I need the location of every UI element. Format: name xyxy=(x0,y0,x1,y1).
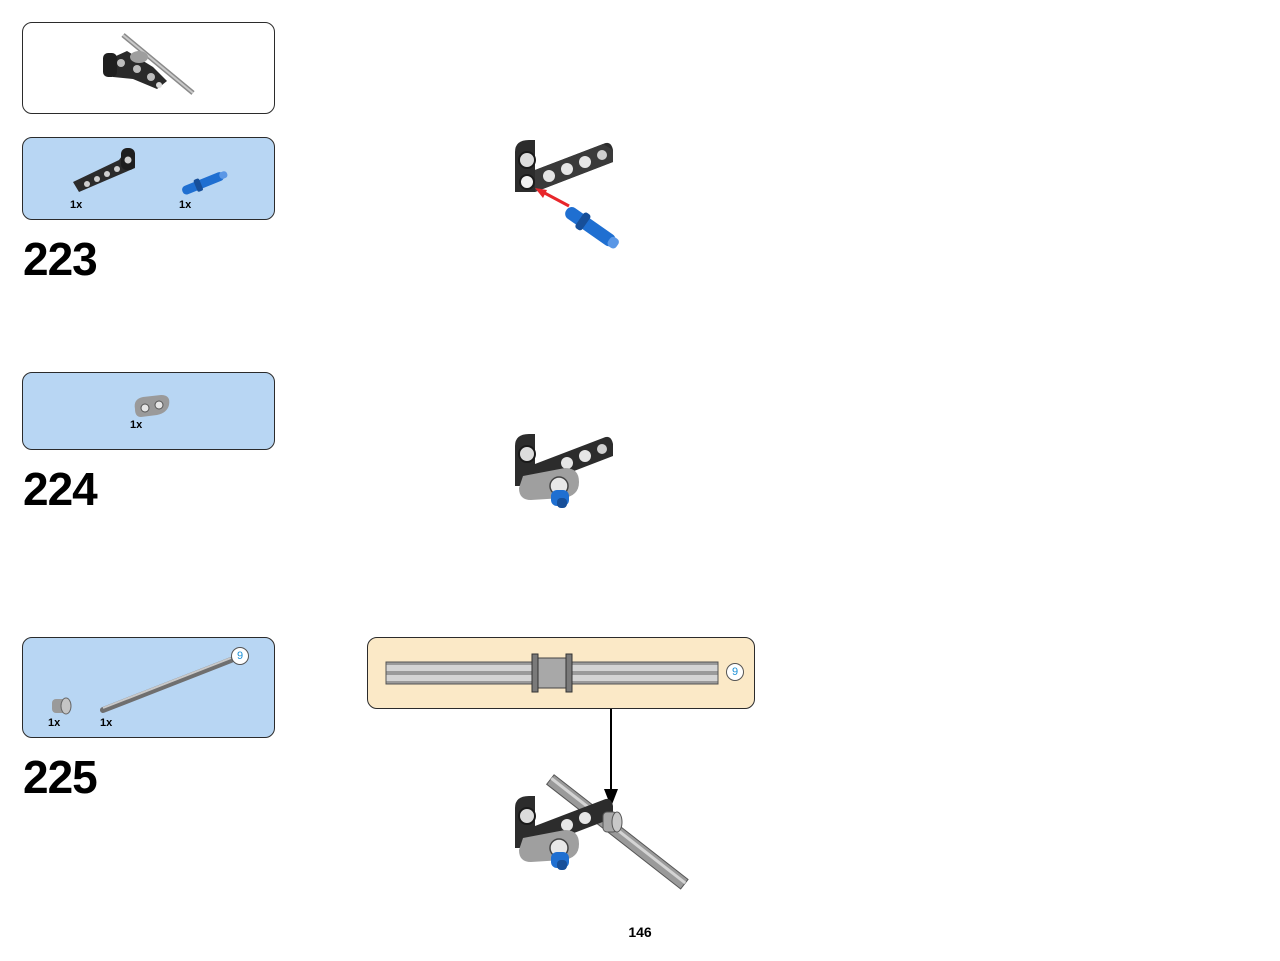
step-223-illustration xyxy=(515,140,619,249)
parts-list-223: 1x 1x xyxy=(22,137,275,220)
axle-with-bush-icon xyxy=(385,653,719,693)
step-number-225: 225 xyxy=(23,751,98,803)
axle-length-badge: 9 xyxy=(231,647,249,665)
qty-label: 1x xyxy=(70,199,83,211)
step-number-223: 223 xyxy=(23,233,98,285)
qty-label: 1x xyxy=(48,717,61,729)
step-224-illustration xyxy=(515,434,613,508)
gray-bush-icon xyxy=(52,697,72,715)
qty-label: 1x xyxy=(179,199,192,211)
gray-axle-icon xyxy=(100,657,234,713)
qty-label: 1x xyxy=(100,717,113,729)
page-number: 146 xyxy=(628,924,652,940)
parts-list-224: 1x xyxy=(22,372,275,450)
step-225-illustration xyxy=(515,774,689,890)
assembly-preview-icon xyxy=(103,33,195,95)
parts-list-225: 1x 9 1x xyxy=(22,637,275,738)
blue-pin-icon xyxy=(182,171,228,195)
previous-step-panel xyxy=(22,22,275,114)
step-number-224: 224 xyxy=(23,463,98,515)
black-l-beam-icon xyxy=(73,148,135,192)
subassembly-length-badge: 9 xyxy=(726,663,744,681)
subassembly-panel: 9 xyxy=(367,637,755,709)
qty-label: 1x xyxy=(130,419,143,431)
down-arrow-icon xyxy=(604,709,618,807)
gray-connector-icon xyxy=(134,395,170,417)
